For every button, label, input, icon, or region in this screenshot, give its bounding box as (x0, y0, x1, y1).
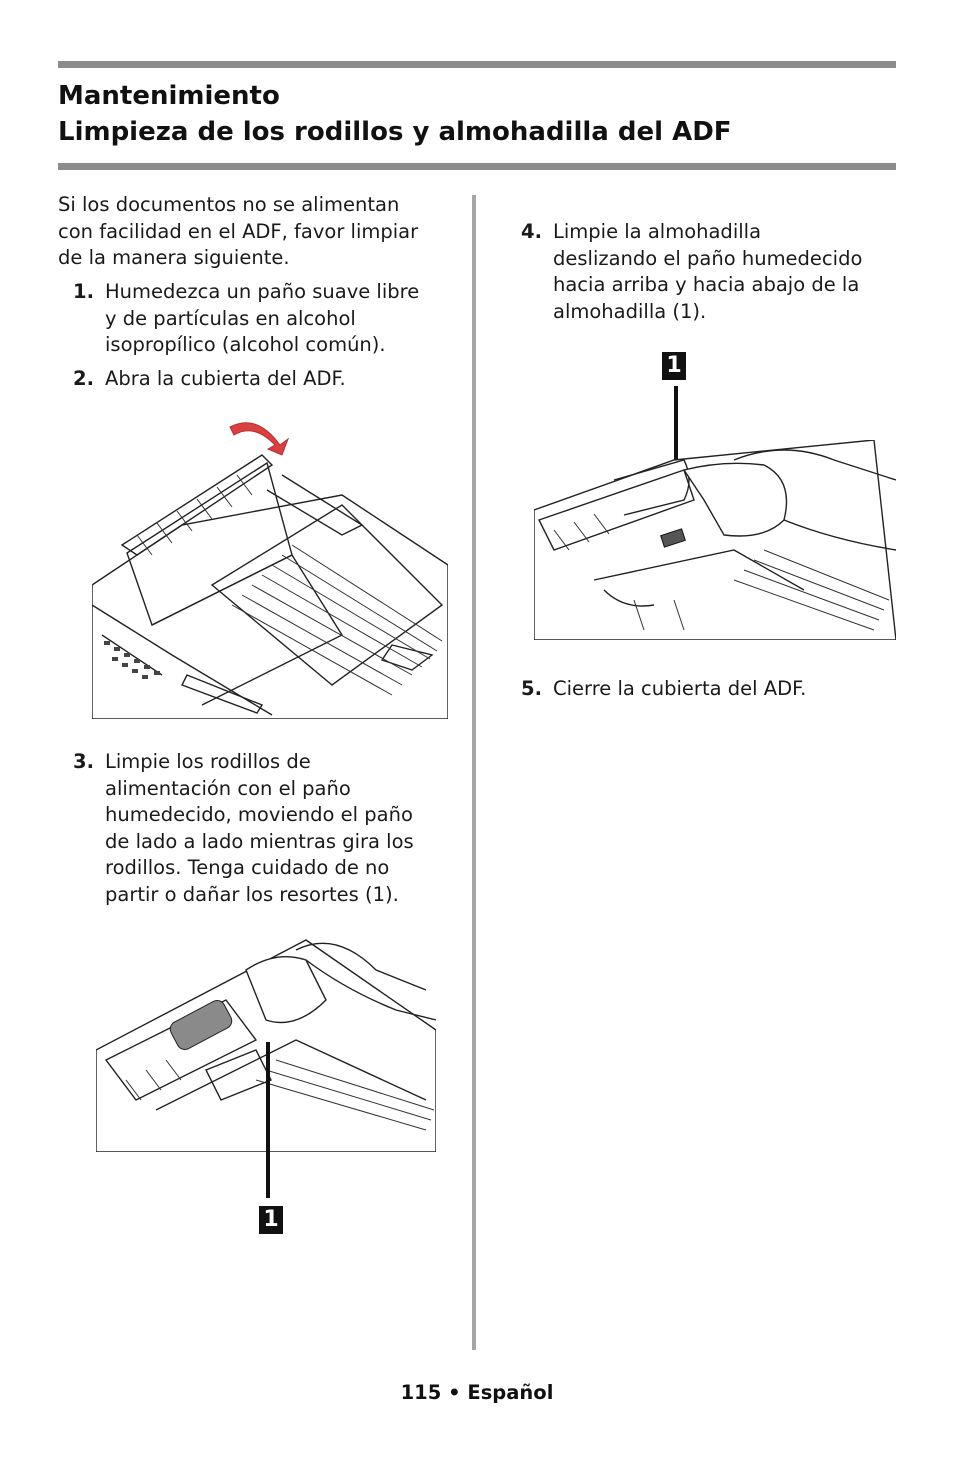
step-line: Humedezca un paño suave libre (105, 280, 420, 303)
step-number: 1. (73, 280, 94, 303)
intro-line: con facilidad en el ADF, favor limpiar (58, 219, 419, 243)
step-number: 5. (521, 677, 542, 700)
step-text: Abra la cubierta del ADF. (105, 366, 346, 393)
page-footer: 115 • Español (0, 1381, 954, 1404)
step-line: humedecido, moviendo el paño (105, 803, 413, 826)
step-5: 5. Cierre la cubierta del ADF. (514, 676, 914, 703)
step-line: Cierre la cubierta del ADF. (553, 677, 807, 700)
curved-red-arrow-icon (229, 422, 290, 456)
adf-open-illustration (92, 422, 448, 719)
step-line: alimentación con el paño (105, 776, 351, 800)
page-title-line-1: Mantenimiento (58, 81, 280, 111)
step-line: y de partículas en alcohol (105, 306, 356, 330)
step-number: 4. (521, 220, 542, 243)
footer-language: Español (467, 1381, 554, 1404)
header-top-rule (58, 61, 896, 68)
clean-pad-illustration (534, 440, 896, 640)
step-text: Limpie la almohadilla deslizando el paño… (553, 219, 862, 325)
intro-line: Si los documentos no se alimentan (58, 193, 400, 216)
step-text: Cierre la cubierta del ADF. (553, 676, 806, 703)
callout-badge: 1 (259, 1206, 283, 1234)
intro-paragraph: Si los documentos no se alimentan con fa… (58, 192, 418, 272)
step-number: 2. (73, 367, 94, 390)
step-line: de lado a lado mientras gira los (105, 829, 414, 853)
step-2: 2. Abra la cubierta del ADF. (66, 366, 466, 393)
step-1: 1. Humedezca un paño suave libre y de pa… (66, 279, 466, 359)
step-line: rodillos. Tenga cuidado de no (105, 856, 390, 879)
callout-leader-line (266, 1042, 270, 1198)
footer-separator: • (448, 1381, 461, 1404)
step-text: Humedezca un paño suave libre y de partí… (105, 279, 419, 359)
column-divider (472, 195, 476, 1350)
step-line: isopropílico (alcohol común). (105, 333, 386, 356)
step-line: partir o dañar los resortes (1). (105, 882, 399, 906)
step-line: Abra la cubierta del ADF. (105, 367, 346, 390)
step-number: 3. (73, 750, 94, 773)
step-line: Limpie la almohadilla (553, 220, 762, 243)
step-line: hacia arriba y hacia abajo de la (553, 273, 860, 296)
figure-clean-pad (534, 440, 896, 640)
page-number: 115 (400, 1381, 442, 1404)
figure-adf-open (92, 405, 448, 719)
step-line: Limpie los rodillos de (105, 750, 311, 773)
step-3: 3. Limpie los rodillos de alimentación c… (66, 749, 466, 909)
callout-badge: 1 (662, 352, 686, 380)
step-text: Limpie los rodillos de alimentación con … (105, 749, 414, 908)
page-title: Mantenimiento Limpieza de los rodillos y… (58, 78, 732, 150)
step-line: deslizando el paño humedecido (553, 246, 863, 270)
page-title-line-2: Limpieza de los rodillos y almohadilla d… (58, 117, 732, 147)
intro-line: de la manera siguiente. (58, 246, 290, 269)
step-4: 4. Limpie la almohadilla deslizando el p… (514, 219, 914, 325)
step-line: almohadilla (1). (553, 299, 707, 323)
header-bottom-rule (58, 163, 896, 170)
